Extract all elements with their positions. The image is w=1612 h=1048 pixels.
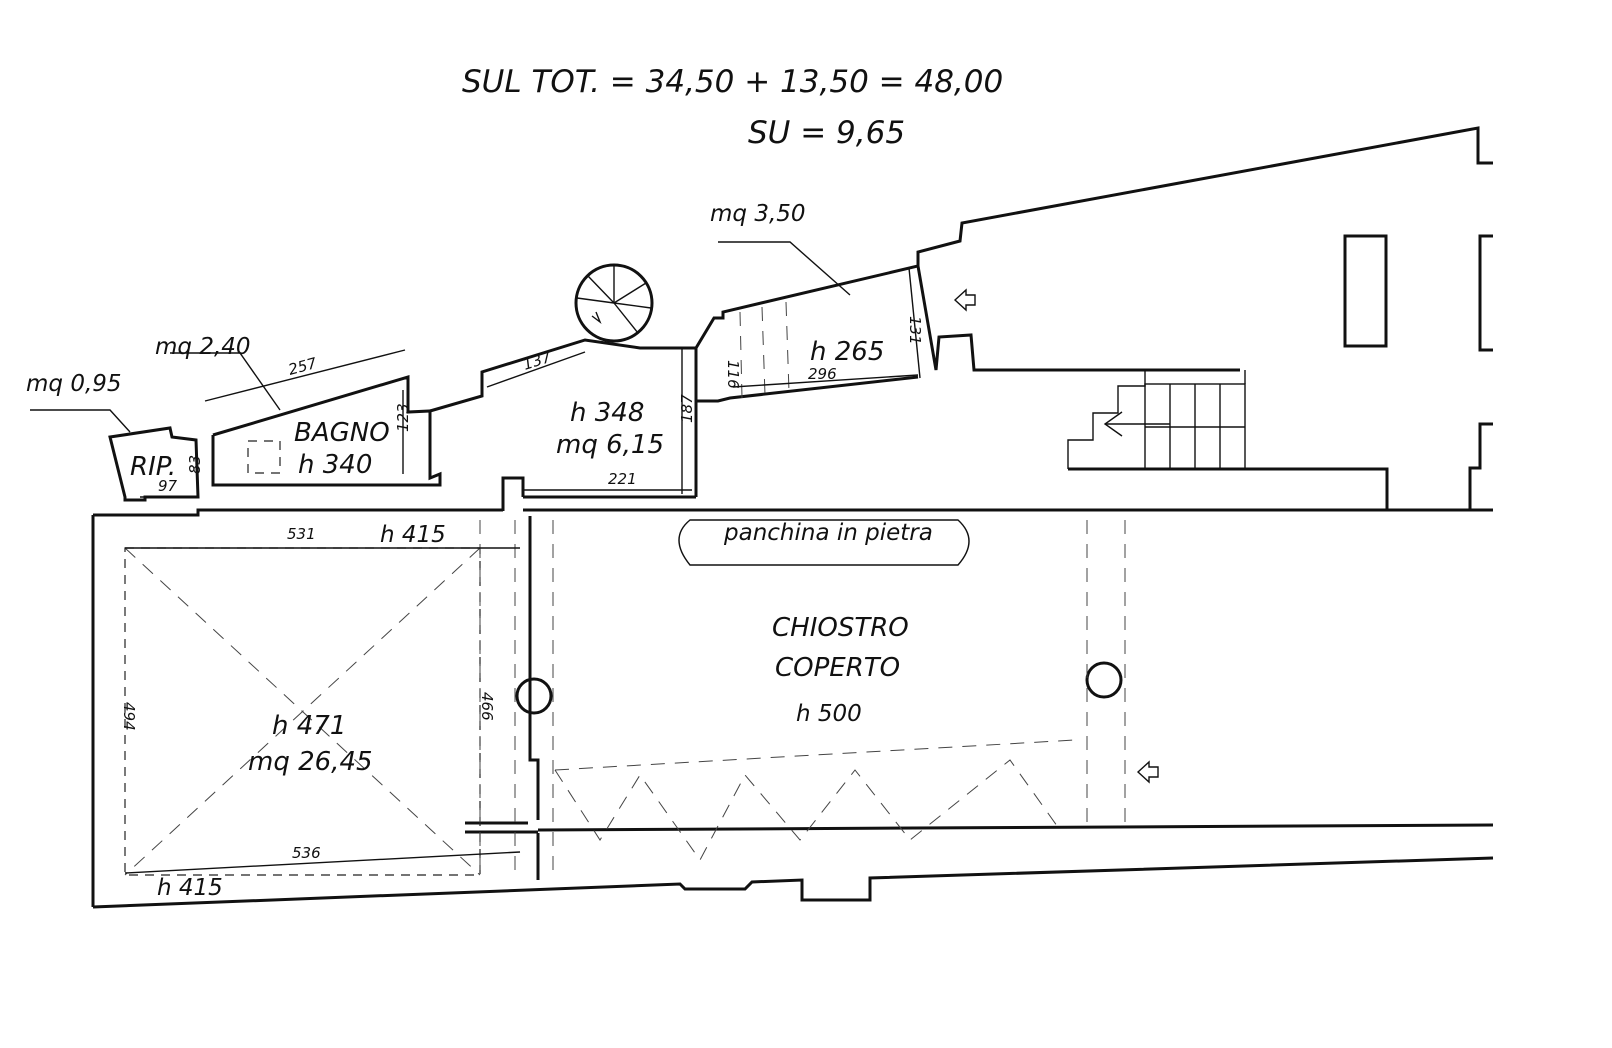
corridor-height-text: h 348 xyxy=(570,398,644,428)
stair-steps xyxy=(739,267,921,399)
rip-name-text: RIP. xyxy=(130,452,176,482)
corridor-west-jamb xyxy=(501,476,525,511)
stair-room-area-text: mq 3,50 xyxy=(710,201,806,227)
stone-bench-label: panchina in pietra xyxy=(723,520,933,546)
main-room-bottom-height: h 415 xyxy=(157,875,223,901)
bagno-name-text: BAGNO xyxy=(294,418,390,448)
stair-room-left-dim: 116 xyxy=(724,360,742,389)
stair-room-right-dim: 131 xyxy=(906,316,924,345)
su-text: SU = 9,65 xyxy=(748,115,905,151)
bagno-depth-dim: 123 xyxy=(394,403,412,432)
entrance-arrow-icon xyxy=(953,288,1159,784)
north-wall-east xyxy=(916,265,1240,372)
pillar-edge-top xyxy=(1478,234,1493,352)
main-room-height-text: h 471 xyxy=(272,711,346,741)
landing-south-wall xyxy=(1068,467,1389,510)
spiral-staircase xyxy=(574,263,654,343)
column-east xyxy=(1085,661,1123,699)
east-stairs xyxy=(1067,370,1246,470)
hall-south-wall xyxy=(92,856,1494,909)
rip-width-dim: 97 xyxy=(158,477,178,495)
stair-room-south-wall xyxy=(696,375,919,403)
cloister-name-line2: COPERTO xyxy=(775,653,900,683)
main-room-top-height: h 415 xyxy=(380,522,446,548)
main-room-left-dim: 494 xyxy=(120,702,138,731)
labels: mq 0,95 RIP. 97 83 mq 2,40 BAGNO h 340 2… xyxy=(26,201,933,901)
sul-total-text: SUL TOT. = 34,50 + 13,50 = 48,00 xyxy=(462,64,1003,100)
main-room-area-text: mq 26,45 xyxy=(248,747,373,777)
cloister-name-line1: CHIOSTRO xyxy=(772,613,909,643)
hall-north-wall-west xyxy=(93,508,503,517)
ground-walls xyxy=(91,508,1494,909)
bagno-base-dim: 531 xyxy=(287,525,316,543)
stair-room-height-text: h 265 xyxy=(810,337,884,367)
bagno-area-text: mq 2,40 xyxy=(155,334,251,360)
dimension-lines xyxy=(30,241,919,874)
shower-tray xyxy=(247,440,281,474)
main-room-vault xyxy=(124,519,1126,880)
stone-bench xyxy=(678,519,970,566)
bagno-height-text: h 340 xyxy=(298,450,372,480)
column-west xyxy=(515,677,553,715)
main-room-bottom-dim: 536 xyxy=(292,844,321,862)
pillar-east xyxy=(1343,234,1388,348)
rip-area-text: mq 0,95 xyxy=(26,371,122,397)
partition-wall xyxy=(528,516,540,820)
rip-depth-dim: 83 xyxy=(186,455,204,474)
bagno-length-dim: 257 xyxy=(286,354,319,379)
pillar-edge-bottom xyxy=(1468,422,1493,512)
corridor-top-dim: 137 xyxy=(521,348,554,374)
stair-room-width-dim: 296 xyxy=(808,365,837,383)
north-wall xyxy=(429,126,1493,413)
upper-walls xyxy=(108,126,1493,512)
cloister-south-edge xyxy=(537,823,1494,832)
bagno-room-outline xyxy=(211,374,442,487)
cloister-height-text: h 500 xyxy=(796,701,862,727)
corridor-bottom-dim: 221 xyxy=(608,470,637,488)
corridor-area-text: mq 6,15 xyxy=(556,430,664,460)
main-room-right-dim: 466 xyxy=(478,692,496,721)
corridor-side-dim: 187 xyxy=(678,394,696,423)
